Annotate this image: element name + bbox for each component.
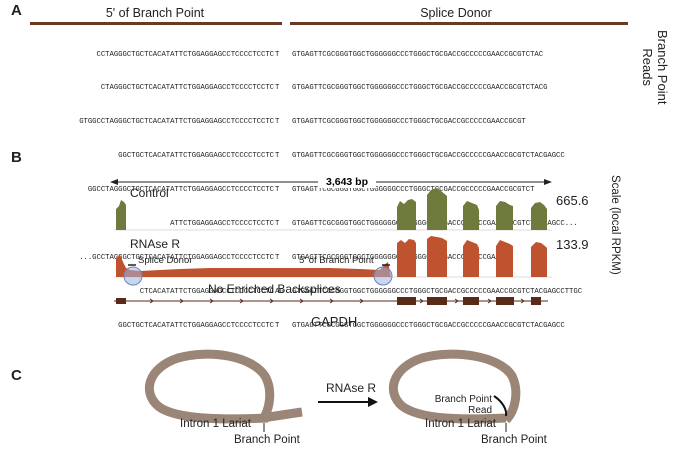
control-track-label: Control (130, 186, 169, 200)
sequence-read: GGCTGCTCACATATTCTGGAGGAGCCTCCCCTCCTC (118, 152, 274, 161)
lariat-tail-left (261, 407, 303, 423)
exon-1 (116, 298, 126, 304)
sequence-read: CTCACATATTCTGGAGGAGCCTCCCCTCCTC (139, 287, 274, 296)
rnase-intron-coverage (116, 255, 391, 277)
read-label-line1: Branch Point (434, 394, 492, 405)
sequence-read: GGCTGCTCACATATTCTGGAGGAGCCTCCCCTCCTC (118, 321, 274, 330)
sequence-read: GTGAGTTCGCGGGTGGCTGGGGGGCCCTGGGCTGCGACCG… (292, 186, 535, 195)
rnase-peak-exon3 (427, 236, 447, 277)
rnase-peak-exon2 (397, 239, 416, 277)
sequence-read: GTGAGTTCGCGGGTGGCTGGGGGGCCCTGGGCTGCGACCG… (292, 287, 583, 296)
control-scale-value: 665.6 (556, 193, 589, 208)
splice-donor-header-bar (290, 22, 628, 25)
sequence-read: GTGAGTTCGCGGGTGGCTGGGGGGCCCTGGGCTGCGACCG… (292, 253, 500, 262)
branch-point-highlight (373, 266, 393, 286)
sequence-read: GTGAGTTCGCGGGTGGCTGGGGGGCCCTGGGCTGCGACCG… (292, 152, 565, 161)
rnase-peak-exon4 (463, 240, 479, 277)
junction-base: T (275, 118, 280, 127)
splice-donor-label: Splice Donor (138, 255, 193, 266)
sequence-read: GGCCTAGGGCTGCTCACATATTCTGGAGGAGCCTCCCCTC… (87, 186, 274, 195)
panel-b-letter: B (11, 149, 22, 166)
exon-5 (496, 297, 514, 305)
five-prime-branch-point-header: 5' of Branch Point (105, 6, 205, 20)
junction-base: T (275, 186, 280, 195)
sequence-read: GTGAGTTCGCGGGTGGCTGGGGGGCCCTGGGCTGCGACCG… (292, 84, 548, 93)
control-peak-exon2 (397, 199, 416, 230)
junction-base: T (275, 84, 280, 93)
branch-point-read-mark (493, 395, 508, 417)
sequence-read: GTGAGTTCGCGGGTGGCTGGGGGGCCCTGGGCTGCGACCG… (292, 321, 565, 330)
sequence-read: CCTAGGGCTGCTCACATATTCTGGAGGAGCCTCCCCTCCT… (96, 50, 275, 59)
sequence-read: ATTCTGGAGGAGCCTCCCCTCCTC (170, 220, 274, 229)
read-label-line2: Read (468, 405, 492, 416)
branch-point-label-left: Branch Point (234, 434, 300, 446)
control-peak-exon6 (531, 202, 547, 230)
sequence-read: GTGGCCTAGGGCTGCTCACATATTCTGGAGGAGCCTCCCC… (79, 118, 274, 127)
no-enriched-backsplices-label: No Enriched Backsplices (208, 282, 341, 296)
rnase-arrow-label: RNAse R (326, 381, 377, 395)
control-coverage (116, 188, 547, 230)
rnase-peak-exon5 (496, 240, 513, 277)
sequence-read: GTGAGTTCGCGGGTGGCTGGGGGGCCCTGGGCTGCGACCG… (292, 118, 526, 127)
exon-4 (463, 297, 479, 305)
branch-point-read-label: Branch Point Read (428, 394, 492, 416)
gapdh-gene-model (114, 297, 548, 305)
panel-c-letter: C (11, 367, 22, 384)
exon-2 (397, 297, 416, 305)
exon-3 (427, 297, 447, 305)
five-prime-header-bar (30, 22, 282, 25)
branch-point-label-right: Branch Point (481, 434, 547, 446)
junction-base: T (275, 220, 280, 229)
panel-a-letter: A (11, 2, 22, 19)
rnase-arrow-head (368, 397, 378, 407)
junction-base: T (275, 152, 280, 161)
rnase-peak-exon6 (531, 242, 547, 277)
gene-name-label: GAPDH (311, 314, 358, 329)
rnase-coverage (116, 236, 547, 277)
splice-donor-header: Splice Donor (420, 6, 492, 20)
junction-base: T (275, 253, 280, 262)
rnase-scale-value: 133.9 (556, 237, 589, 252)
junction-base: T (275, 321, 280, 330)
intron-lariat-label-right: Intron 1 Lariat (425, 418, 496, 430)
exon-6 (531, 297, 541, 305)
sequence-read: GTGAGTTCGCGGGTGGCTGGGGGGCCCTGGGCTGCGACCG… (292, 50, 544, 59)
control-peak-exon3 (427, 188, 447, 230)
branch-point-label: 5' of Branch Point (299, 255, 374, 266)
control-peak-exon5 (496, 201, 513, 230)
sequence-read: ...GCCTAGGGCTGCTCACATATTCTGGAGGAGCCTCCCC… (79, 253, 274, 262)
junction-base-list: T T T T T T T AG T (275, 27, 284, 343)
rnase-track-label: RNAse R (130, 237, 181, 251)
control-peak-exon1 (116, 200, 126, 230)
junction-base: T (275, 50, 280, 59)
intron-lariat-label-left: Intron 1 Lariat (180, 418, 251, 430)
control-peak-exon4 (463, 201, 479, 230)
lariat-loop-right (388, 349, 521, 424)
left-sequence-list: CCTAGGGCTGCTCACATATTCTGGAGGAGCCTCCCCTCCT… (79, 27, 274, 343)
sequence-read: CTAGGGCTGCTCACATATTCTGGAGGAGCCTCCCCTCCTC (100, 84, 274, 93)
splice-donor-highlight (123, 266, 143, 286)
lariat-loop-left (144, 349, 275, 424)
junction-base: AG (275, 287, 284, 296)
span-length-label: 3,643 bp (326, 176, 368, 188)
